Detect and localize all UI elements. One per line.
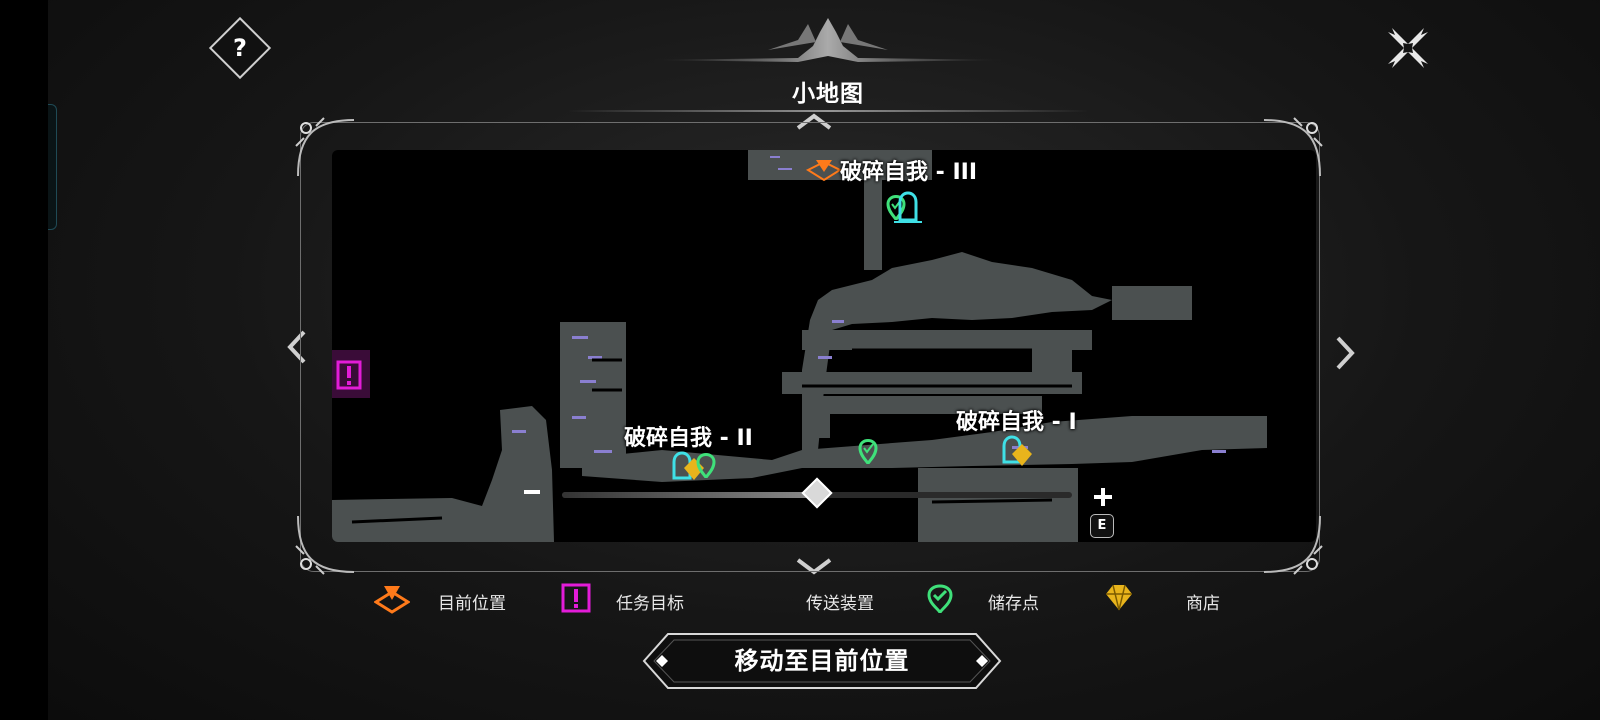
page-title: 小地图 <box>792 81 864 107</box>
move-to-current-location-label: 移动至目前位置 <box>734 647 910 675</box>
quest-objective-icon <box>561 583 591 613</box>
chevron-up-icon <box>796 113 832 130</box>
minimap-viewport[interactable] <box>332 150 1316 542</box>
legend-item-shop: 商店 <box>1104 582 1220 614</box>
minimap-terrain <box>332 150 1267 542</box>
zoom-slider-fill <box>562 492 817 498</box>
scroll-down-arrow[interactable] <box>796 558 832 576</box>
shop-icon <box>1106 584 1132 611</box>
current-location-icon <box>374 586 410 614</box>
chevron-left-icon <box>287 330 306 364</box>
area-label-ii: 破碎自我 - II <box>624 426 753 451</box>
help-button[interactable]: ? <box>208 16 272 80</box>
legend-item-current-location: 目前位置 <box>374 582 506 614</box>
title-ornament <box>648 18 1008 62</box>
save-point-icon <box>927 584 953 614</box>
legend-label: 储存点 <box>988 594 1039 614</box>
legend-item-save-point: 储存点 <box>926 582 1039 614</box>
current-location-marker[interactable] <box>805 160 843 182</box>
area-label-iii: 破碎自我 - III <box>840 160 978 185</box>
shop-marker[interactable] <box>1012 444 1032 466</box>
zoom-slider[interactable] <box>562 477 1072 509</box>
teleporter-marker[interactable] <box>894 191 922 223</box>
zoom-out-button[interactable] <box>522 482 542 502</box>
scroll-left-arrow[interactable] <box>286 330 308 364</box>
legend-label: 商店 <box>1186 594 1220 614</box>
legend-label: 传送装置 <box>806 594 874 614</box>
area-label-i: 破碎自我 - I <box>956 410 1077 435</box>
help-label: ? <box>233 33 247 62</box>
map-frame <box>300 122 1320 572</box>
scroll-up-arrow[interactable] <box>796 112 832 130</box>
frame-corner-ornament <box>1263 515 1323 575</box>
chevron-right-icon <box>1336 336 1355 370</box>
frame-corner-ornament <box>1263 117 1323 177</box>
teleporter-marker[interactable] <box>672 451 692 480</box>
legend-label: 任务目标 <box>616 594 684 614</box>
legend-item-quest-objective: 任务目标 <box>560 582 684 614</box>
close-icon[interactable] <box>1384 24 1432 72</box>
title-divider <box>568 110 1088 112</box>
side-panel-tab[interactable] <box>48 104 57 230</box>
frame-corner-ornament <box>295 515 355 575</box>
save-point-marker[interactable] <box>696 453 716 479</box>
chevron-down-icon <box>796 558 832 575</box>
button-frame <box>642 633 1002 689</box>
teleporter-marker[interactable] <box>1002 435 1022 464</box>
zoom-in-button[interactable] <box>1092 486 1114 508</box>
quest-objective-marker[interactable] <box>332 350 370 398</box>
save-point-marker[interactable] <box>858 439 878 465</box>
minimap-screen: ? 小地图 <box>48 0 1600 720</box>
scroll-right-arrow[interactable] <box>1334 336 1356 370</box>
zoom-key-hint: E <box>1090 514 1114 538</box>
legend-label: 目前位置 <box>438 594 506 614</box>
move-to-current-location-button[interactable]: 移动至目前位置 <box>642 632 1002 690</box>
frame-corner-ornament <box>295 117 355 177</box>
